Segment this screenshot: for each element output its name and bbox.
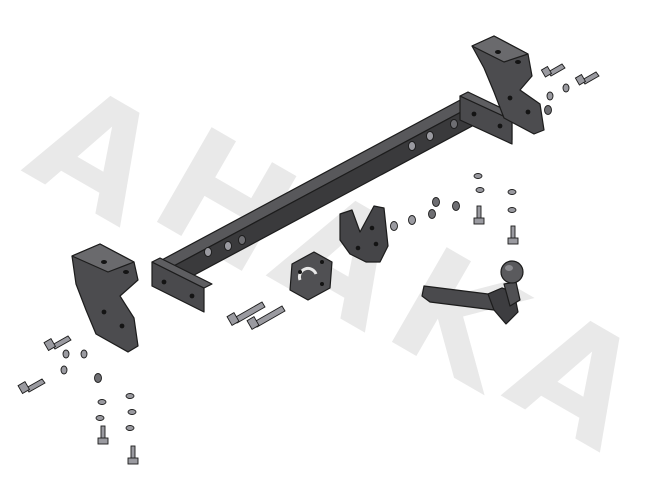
bolt xyxy=(540,63,566,78)
washer xyxy=(60,365,68,375)
bolt-hole xyxy=(525,109,531,115)
nut xyxy=(450,119,458,129)
bolt xyxy=(226,301,266,326)
bolt-hole xyxy=(119,323,125,329)
washer xyxy=(62,349,70,359)
bolt-hole xyxy=(101,309,107,315)
bolt-hole xyxy=(189,293,195,299)
tow-ball-assembly xyxy=(421,260,524,325)
nut xyxy=(238,235,246,245)
washer xyxy=(80,349,88,359)
center-towing-bracket xyxy=(339,205,389,263)
bolt-hole xyxy=(497,123,503,129)
washer xyxy=(127,409,137,415)
bolt-hole xyxy=(507,95,513,101)
tow-ball xyxy=(500,260,524,284)
washer xyxy=(408,141,416,151)
bolt-hole xyxy=(373,241,379,247)
bolt xyxy=(97,425,109,445)
hardware-washers-nuts xyxy=(60,83,570,431)
bolt-hole xyxy=(161,279,167,285)
bolt-hole xyxy=(471,111,477,117)
washer xyxy=(473,173,483,179)
washer xyxy=(562,83,570,93)
washer xyxy=(507,189,517,195)
bolt xyxy=(43,335,72,352)
nut xyxy=(452,201,460,211)
washer xyxy=(507,207,517,213)
bolt xyxy=(246,305,286,330)
bolt-hole xyxy=(298,270,302,274)
washer xyxy=(204,247,212,257)
main-crossbeam xyxy=(151,91,519,313)
left-side-bracket xyxy=(71,243,139,353)
nut xyxy=(544,105,552,115)
bolt-hole xyxy=(320,260,324,264)
bolt xyxy=(473,205,485,225)
washer xyxy=(125,393,135,399)
hardware-bolts xyxy=(17,63,600,465)
bolt xyxy=(507,225,519,245)
washer xyxy=(408,215,416,225)
washer xyxy=(426,131,434,141)
bolt-hole xyxy=(320,282,324,286)
nut xyxy=(94,373,102,383)
washer xyxy=(546,91,554,101)
washer xyxy=(390,221,398,231)
washer xyxy=(97,399,107,405)
bolt xyxy=(574,71,600,86)
washer xyxy=(95,415,105,421)
bolt xyxy=(17,378,46,395)
right-side-bracket xyxy=(471,35,545,135)
bolt xyxy=(127,445,139,465)
bolt-hole xyxy=(355,245,361,251)
bolt-hole xyxy=(369,225,375,231)
washer xyxy=(125,425,135,431)
nut xyxy=(428,209,436,219)
washer xyxy=(475,187,485,193)
nut xyxy=(432,197,440,207)
socket-plate xyxy=(289,251,333,301)
washer xyxy=(224,241,232,251)
